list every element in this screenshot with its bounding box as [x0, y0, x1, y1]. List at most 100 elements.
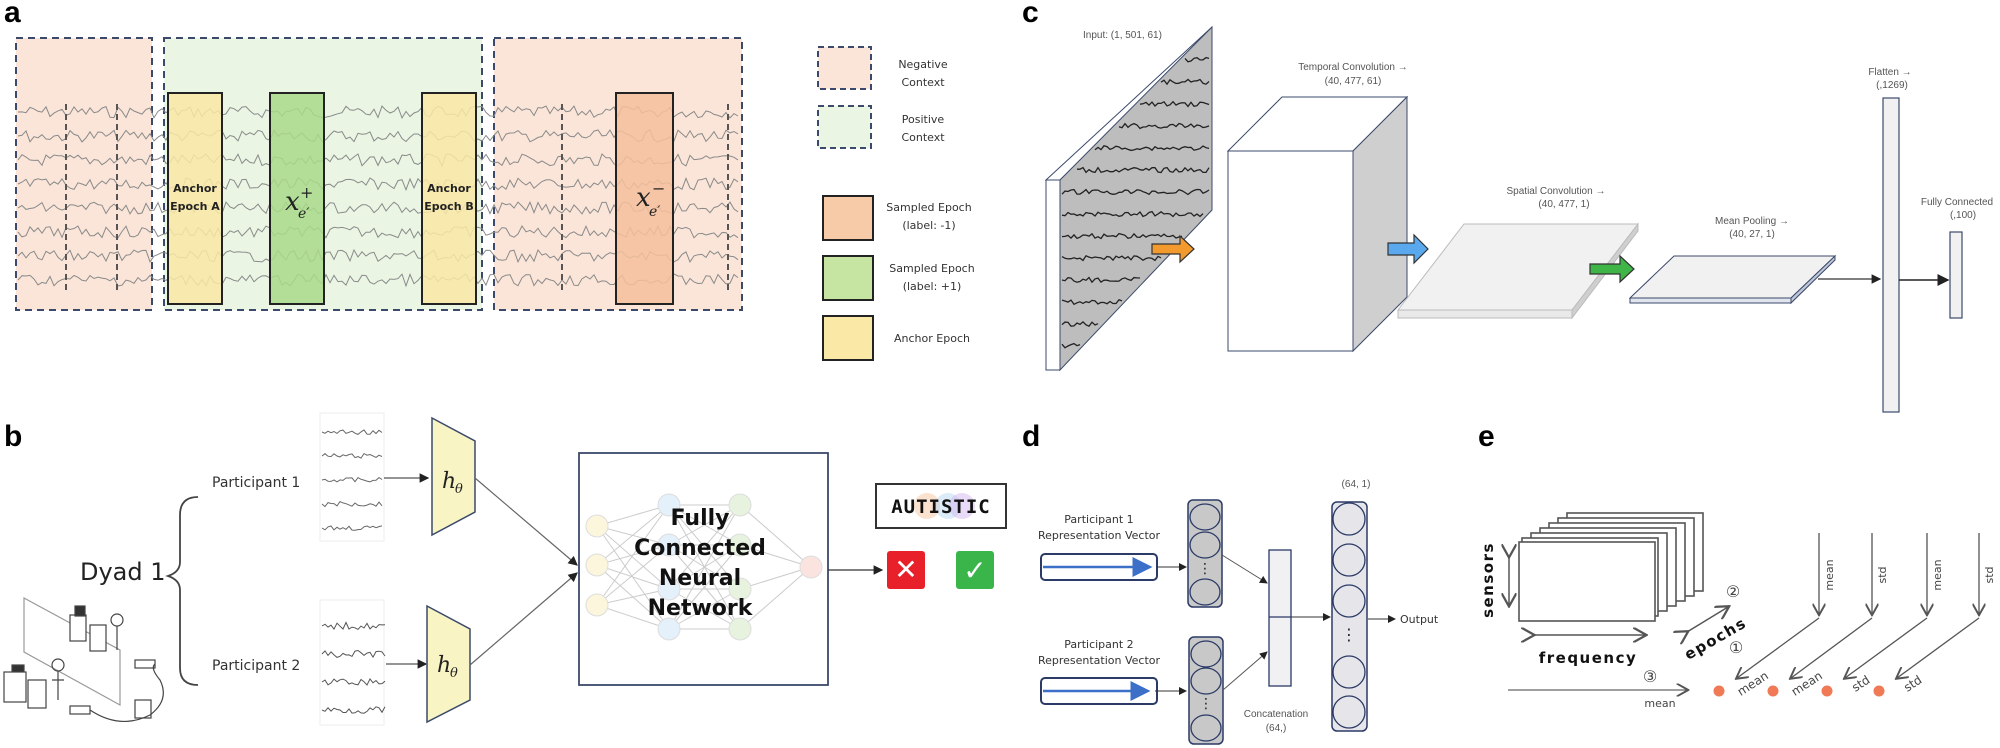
anchor-epoch-b — [421, 92, 477, 305]
nn-node — [657, 617, 681, 641]
negative-epoch-sub: e′ — [649, 204, 661, 220]
panel-e: e sensors frequency epochs ② ① ③ mean me… — [1478, 420, 1996, 710]
nn-node — [799, 555, 823, 579]
eeg-trace — [1061, 210, 1204, 218]
diagonal-op-arrow — [1791, 617, 1873, 678]
diagonal-op-arrow — [1737, 617, 1820, 678]
d-participant-1-l1: Participant 1 — [1064, 513, 1133, 526]
legend-positive-l1: Positive — [902, 113, 945, 126]
nn-edge — [596, 564, 670, 590]
output-label: Output — [1400, 613, 1439, 626]
nn-edge — [668, 504, 741, 546]
nn-edge — [739, 566, 812, 590]
encoder-1-sub: θ — [455, 482, 463, 497]
rainbow-blob — [949, 493, 975, 519]
dyad-label: Dyad 1 — [80, 558, 166, 586]
eeg-trace — [321, 706, 386, 714]
participant-1-label: Participant 1 — [212, 475, 300, 491]
nn-edge — [668, 588, 741, 630]
input-eeg-traces — [1061, 56, 1210, 349]
concat-label: Concatenation — [1244, 709, 1309, 720]
spatial-slab-front — [1397, 309, 1573, 319]
temporal-cube-front — [1227, 150, 1354, 352]
eeg-trace — [1061, 188, 1210, 196]
legend-sampled-pos-l1: Sampled Epoch — [889, 262, 974, 275]
eeg-trace — [321, 500, 383, 508]
anchor-b-line1: Anchor — [427, 182, 471, 195]
panel-label-a: a — [4, 0, 21, 29]
legend-positive-l2: Context — [901, 131, 945, 144]
panel-label-b: b — [4, 420, 22, 453]
nn-edge — [739, 504, 812, 568]
vertical-op-label: std — [1876, 566, 1889, 583]
panel-d: d Participant 1 Representation Vector Pa… — [1022, 420, 1439, 745]
arrow-enc2-to-fcnn — [469, 572, 578, 666]
legend-swatch-negative-context — [817, 46, 872, 90]
d-participant-2-l1: Participant 2 — [1064, 638, 1133, 651]
encoder-column-2: ⋮ — [1188, 636, 1224, 745]
vertical-op-label: std — [1983, 566, 1996, 583]
participant-2-eeg — [319, 599, 386, 726]
encoder-column-1: ⋮ — [1187, 499, 1223, 608]
panel-label-e: e — [1478, 420, 1495, 453]
dyad-brace — [165, 496, 199, 686]
eeg-trace — [321, 452, 383, 459]
nn-node — [657, 533, 681, 557]
panel-a: a Anchor Epoch A x + e′ Anchor Epoch B x… — [4, 0, 975, 361]
panel-c: c Input: (1, 501, 61) Temporal Convoluti… — [1022, 0, 1993, 413]
sensors-label: sensors — [1479, 542, 1497, 618]
accept-box — [956, 551, 994, 589]
eeg-trace — [321, 429, 383, 435]
panel-b: b Dyad 1 Participant 1 Participant 2 — [3, 412, 1007, 726]
feature-dot — [1873, 685, 1885, 697]
eeg-trace — [1118, 122, 1210, 130]
frequency-label: frequency — [1539, 649, 1638, 667]
spatial-conv-shape: (40, 477, 1) — [1538, 199, 1589, 210]
eeg-trace — [1061, 276, 1141, 284]
fc-layer — [1949, 231, 1963, 319]
vertical-op-label: mean — [1823, 559, 1836, 590]
nn-edge — [739, 544, 812, 568]
fcnn-line4: Network — [648, 596, 754, 621]
input-eeg-face — [1059, 25, 1213, 372]
legend-sampled-pos-l2: (label: +1) — [903, 280, 962, 293]
positive-epoch — [269, 92, 325, 305]
diagonal-op-arrow — [1845, 617, 1928, 678]
nn-edge — [739, 566, 812, 630]
eeg-trace — [1061, 254, 1162, 262]
arrow-mean-pooling — [1589, 254, 1635, 284]
check-icon: ✓ — [963, 554, 986, 587]
nn-node — [728, 493, 752, 517]
panel-label-d: d — [1022, 420, 1040, 453]
eeg-trace — [321, 621, 386, 631]
legend-negative-l1: Negative — [898, 58, 948, 71]
encoder-2-sub: θ — [450, 666, 458, 681]
diagonal-op-arrow — [1897, 617, 1980, 678]
nn-edge — [596, 525, 670, 590]
negative-context-left — [15, 37, 153, 311]
eeg-trace — [1184, 56, 1210, 63]
fcnn-line2: Connected — [634, 536, 766, 561]
diagonal-op-label: mean — [1789, 669, 1825, 699]
nn-node — [585, 593, 609, 617]
epochs-axis-arrow — [1687, 607, 1728, 632]
input-slab-front — [1045, 179, 1061, 371]
nn-edge — [596, 544, 670, 606]
d-participant-2-l2: Representation Vector — [1038, 654, 1161, 667]
panel-label-c: c — [1022, 0, 1039, 29]
negative-epoch-sup: − — [652, 179, 665, 198]
arrow-to-concat-2 — [1222, 651, 1268, 691]
legend: Negative Context Positive Context Sample… — [817, 46, 975, 361]
svg-text:⋮: ⋮ — [1199, 696, 1213, 712]
legend-swatch-sampled-neg — [822, 195, 874, 241]
autistic-label: AUTISTIC — [891, 496, 991, 518]
positive-epoch-sub: e′ — [298, 206, 310, 222]
diagonal-op-label: mean — [1735, 669, 1771, 699]
svg-text:⋮: ⋮ — [1198, 561, 1212, 577]
horizontal-mean-label: mean — [1644, 697, 1675, 710]
flatten-shape: (,1269) — [1876, 80, 1908, 91]
encoder-2-symbol: h — [437, 653, 451, 678]
arrow-spatial-conv — [1387, 233, 1429, 265]
eeg-trace — [1061, 342, 1081, 349]
